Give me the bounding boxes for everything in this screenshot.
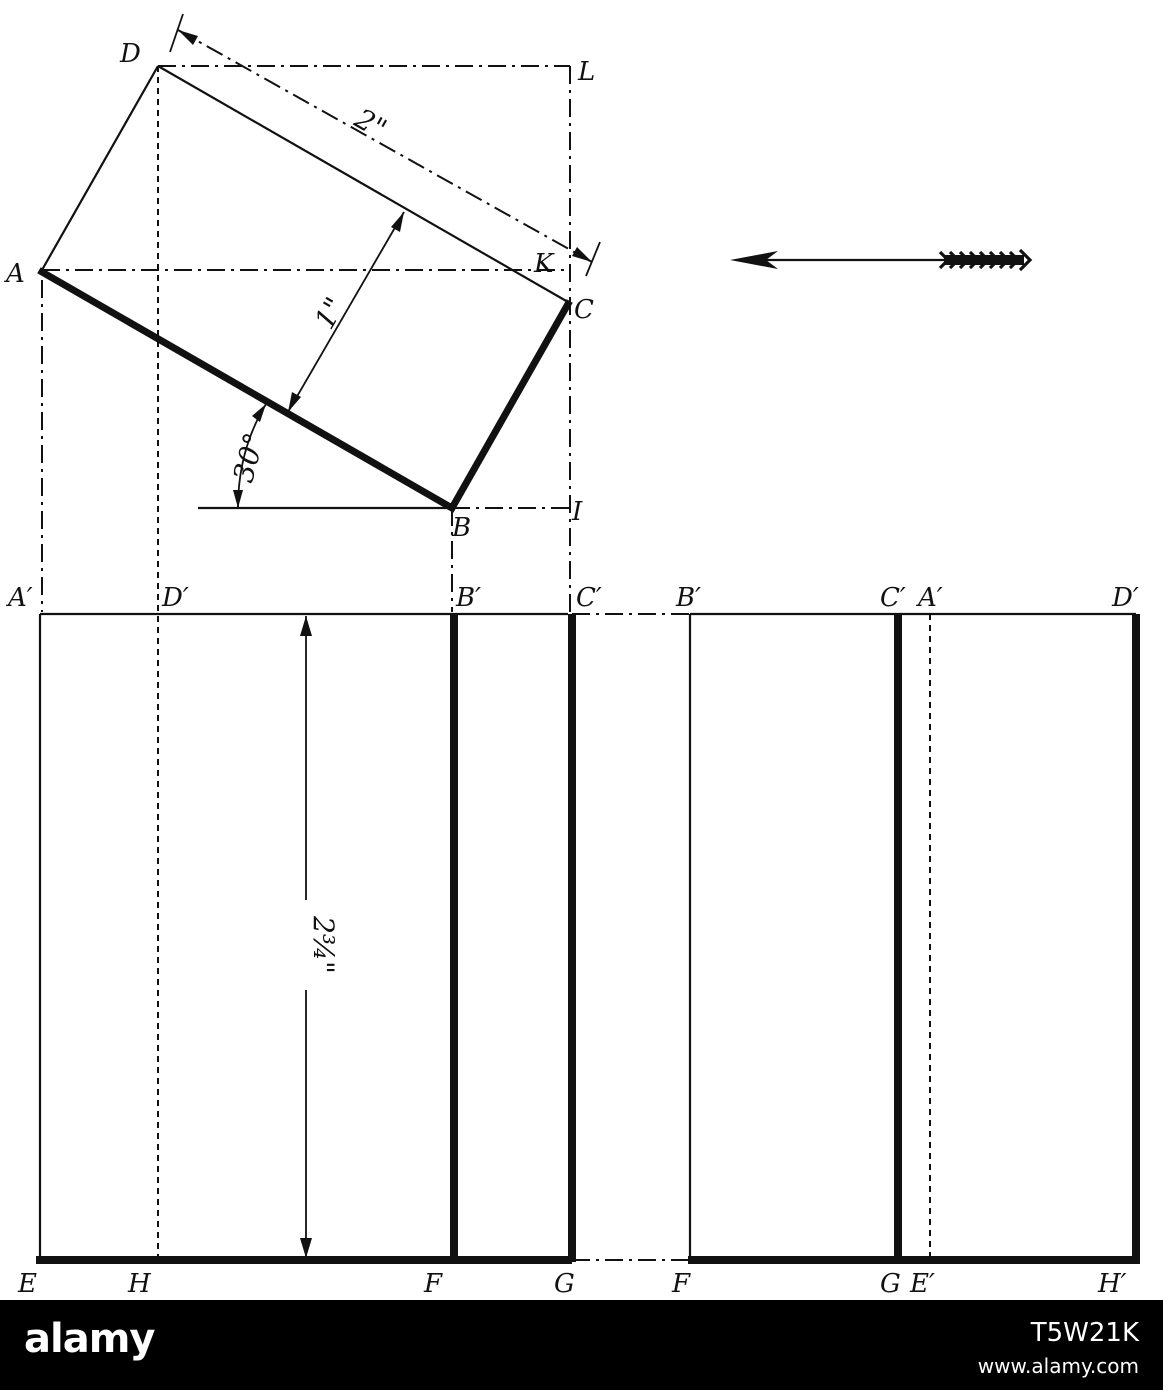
label-a: A: [4, 259, 25, 289]
edge-da: [41, 65, 159, 271]
label-c-prime-front: C′: [576, 583, 602, 613]
label-d-prime-front: D′: [161, 583, 189, 613]
label-h-prime-side: H′: [1097, 1269, 1127, 1299]
watermark-bar: alamy T5W21K www.alamy.com: [0, 1300, 1163, 1390]
label-c-prime-side: C′: [880, 583, 906, 613]
side-view: [688, 612, 1140, 1264]
brand-logo: alamy: [24, 1316, 155, 1362]
dimension-labels: 2" 1" 30° 2¾": [226, 101, 392, 974]
arrowhead: [391, 212, 404, 232]
image-id: T5W21K: [1030, 1318, 1139, 1348]
dimension-label-width: 1": [308, 292, 352, 335]
label-b-prime-side: B′: [675, 583, 701, 613]
arrowhead: [178, 30, 198, 45]
label-b: B: [451, 513, 471, 543]
edge-dc: [157, 65, 569, 303]
orthographic-projection-drawing: D L A K C I B A′ D′ B′ C′ B′ C′ A′ D′ E …: [4, 13, 1140, 1299]
label-i: I: [571, 497, 583, 527]
dimension-label-length: 2": [348, 101, 392, 145]
viewing-direction-arrow: [730, 248, 1033, 272]
label-a-prime-front: A′: [6, 583, 33, 613]
label-g: G: [554, 1269, 575, 1299]
label-a-prime-side: A′: [916, 583, 943, 613]
label-c: C: [574, 295, 594, 325]
arrowhead: [300, 1238, 312, 1258]
label-f-side: F: [671, 1269, 691, 1299]
ext-line-c: [585, 241, 601, 277]
label-h: H: [127, 1269, 152, 1299]
label-f: F: [423, 1269, 443, 1299]
label-e-prime-side: E′: [909, 1269, 935, 1299]
edge-ab: [37, 267, 457, 513]
front-view: [36, 612, 576, 1264]
label-d-prime-side: D′: [1111, 583, 1139, 613]
arrow-head-icon: [730, 251, 778, 269]
dimension-line-2in: [177, 29, 593, 263]
dimension-line-1in: [287, 211, 405, 413]
arrowhead: [300, 616, 312, 636]
label-b-prime-front: B′: [455, 583, 481, 613]
edge-bc: [447, 299, 573, 513]
arrowhead: [252, 404, 266, 422]
brand-url: www.alamy.com: [977, 1354, 1139, 1378]
arrow-fletching-icon: [938, 248, 1033, 272]
label-e: E: [17, 1269, 37, 1299]
arrowhead: [572, 247, 592, 262]
label-d: D: [119, 39, 141, 69]
top-view: [37, 13, 601, 1262]
ext-line-d: [169, 13, 184, 53]
label-g-side: G: [880, 1269, 901, 1299]
label-l: L: [577, 57, 595, 87]
label-k: K: [533, 249, 555, 279]
arrowhead: [288, 392, 301, 412]
arrowhead: [233, 490, 243, 508]
dimension-label-angle: 30°: [226, 429, 271, 485]
dimension-label-height: 2¾": [307, 915, 340, 974]
point-labels: D L A K C I B A′ D′ B′ C′ B′ C′ A′ D′ E …: [4, 39, 1139, 1299]
